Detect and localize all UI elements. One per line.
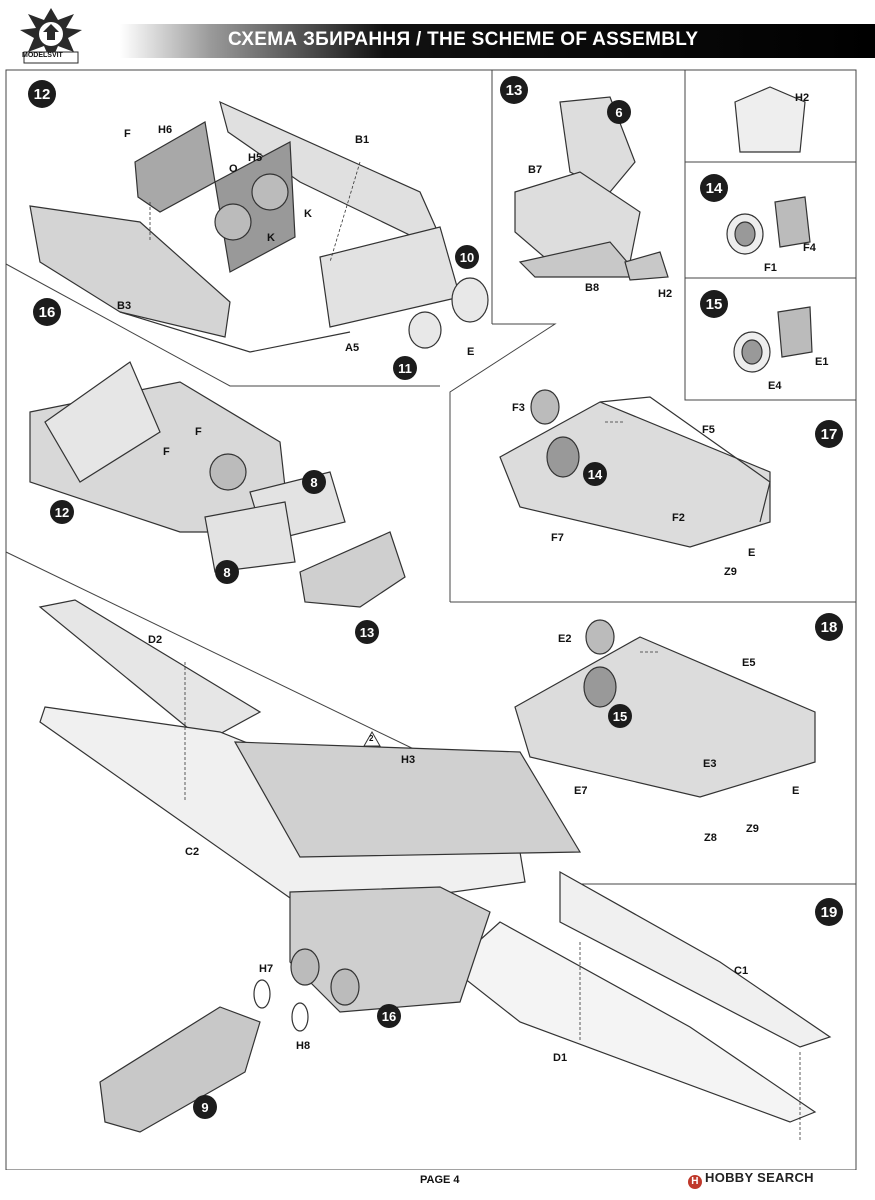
part-label: H2 bbox=[795, 92, 810, 104]
part-label: E bbox=[748, 547, 756, 559]
sub-step-8b: 8 bbox=[215, 560, 239, 584]
part-label: H2 bbox=[658, 288, 673, 300]
modelsvit-logo bbox=[20, 8, 82, 64]
part-label: B3 bbox=[117, 300, 132, 312]
part-label: C1 bbox=[734, 965, 749, 977]
logo-text: MODELSVIT bbox=[22, 52, 63, 59]
part-label: B7 bbox=[528, 164, 543, 176]
part-label: H5 bbox=[248, 152, 263, 164]
part-label: F2 bbox=[672, 512, 685, 524]
part-label: E3 bbox=[703, 758, 717, 770]
part-label: H3 bbox=[401, 754, 416, 766]
part-label: E7 bbox=[574, 785, 588, 797]
part-label: E5 bbox=[742, 657, 756, 669]
step-17-marker: 17 bbox=[815, 420, 843, 448]
part-label: Z8 bbox=[704, 832, 717, 844]
sub-step-12: 12 bbox=[50, 500, 74, 524]
part-label: E bbox=[467, 346, 475, 358]
step-16-marker: 16 bbox=[33, 298, 61, 326]
sub-step-16: 16 bbox=[377, 1004, 401, 1028]
step-14-marker: 14 bbox=[700, 174, 728, 202]
step16-parts bbox=[29, 361, 406, 608]
part-label: F1 bbox=[764, 262, 777, 274]
step18-parts bbox=[514, 619, 816, 798]
part-label: H7 bbox=[259, 963, 274, 975]
assembly-diagram bbox=[5, 69, 857, 1170]
step14-15-parts bbox=[726, 196, 813, 373]
part-label: H6 bbox=[158, 124, 173, 136]
warning-triangle bbox=[363, 730, 381, 747]
part-label: B8 bbox=[585, 282, 600, 294]
part-label: F bbox=[163, 446, 170, 458]
sub-step-13: 13 bbox=[355, 620, 379, 644]
sub-step-15: 15 bbox=[608, 704, 632, 728]
sub-step-14: 14 bbox=[583, 462, 607, 486]
hobbysearch-logo-icon: H bbox=[688, 1175, 702, 1189]
step17-parts bbox=[499, 389, 771, 548]
part-label: O bbox=[229, 163, 238, 175]
leader-lines bbox=[149, 161, 801, 1142]
page-title: СХЕМА ЗБИРАННЯ / THE SCHEME OF ASSEMBLY bbox=[228, 29, 699, 50]
watermark-text: HOBBY SEARCH bbox=[705, 1170, 814, 1185]
sub-step-10: 10 bbox=[455, 245, 479, 269]
step-15-marker: 15 bbox=[700, 290, 728, 318]
part-label: C2 bbox=[185, 846, 200, 858]
part-label: B1 bbox=[355, 134, 370, 146]
panel-borders bbox=[5, 69, 857, 1170]
warning-number: 2 bbox=[369, 734, 374, 743]
step-18-marker: 18 bbox=[815, 613, 843, 641]
part-label: F bbox=[195, 426, 202, 438]
title-bar bbox=[120, 24, 875, 58]
part-label: D1 bbox=[553, 1052, 568, 1064]
step19-parts bbox=[38, 599, 832, 1133]
step-19-marker: 19 bbox=[815, 898, 843, 926]
part-label: D2 bbox=[148, 634, 163, 646]
part-label: E1 bbox=[815, 356, 829, 368]
part-label: A5 bbox=[345, 342, 360, 354]
sub-step-6: 6 bbox=[607, 100, 631, 124]
part-label: K bbox=[304, 208, 312, 220]
sub-step-11: 11 bbox=[393, 356, 417, 380]
part-label: F4 bbox=[803, 242, 816, 254]
step13-parts bbox=[514, 86, 806, 281]
part-label: F3 bbox=[512, 402, 525, 414]
step-13-marker: 13 bbox=[500, 76, 528, 104]
part-label: E4 bbox=[768, 380, 782, 392]
sub-step-8a: 8 bbox=[302, 470, 326, 494]
page-header: MODELSVIT СХЕМА ЗБИРАННЯ / THE SCHEME OF… bbox=[0, 0, 875, 70]
part-label: F bbox=[124, 128, 131, 140]
part-label: E2 bbox=[558, 633, 572, 645]
page-number: PAGE 4 bbox=[420, 1174, 460, 1186]
step12-parts bbox=[29, 100, 489, 353]
part-label: K bbox=[267, 232, 275, 244]
part-label: E bbox=[792, 785, 800, 797]
part-label: H8 bbox=[296, 1040, 311, 1052]
step-12-marker: 12 bbox=[28, 80, 56, 108]
part-label: Z9 bbox=[724, 566, 737, 578]
part-label: F7 bbox=[551, 532, 564, 544]
sub-step-9: 9 bbox=[193, 1095, 217, 1119]
part-label: F5 bbox=[702, 424, 715, 436]
part-label: Z9 bbox=[746, 823, 759, 835]
